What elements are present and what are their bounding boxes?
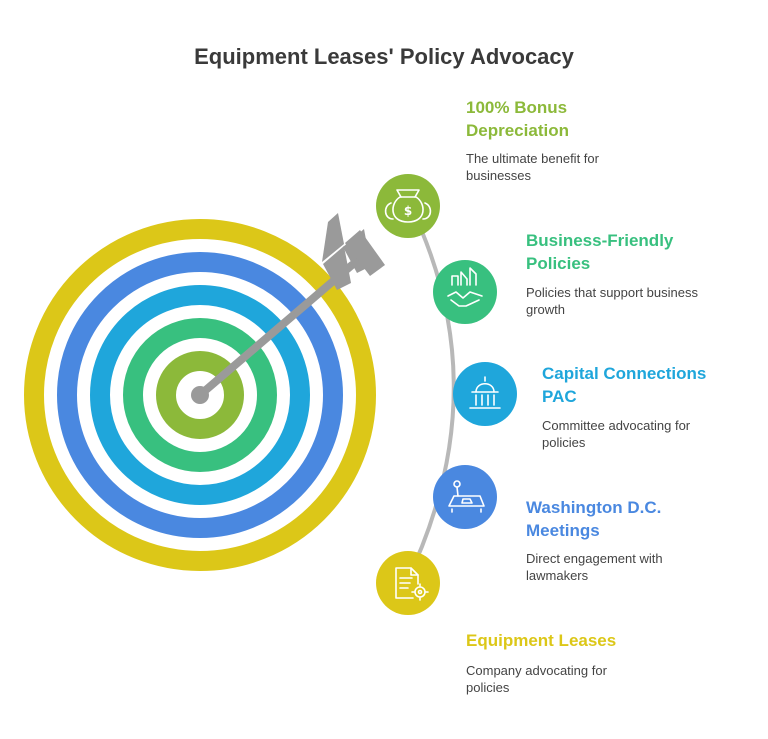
- item-title-equipment-leases: Equipment Leases: [466, 631, 617, 650]
- item-desc-business-friendly: Policies that support business growth: [526, 285, 698, 317]
- item-title-business-friendly: Business-Friendly Policies: [526, 231, 674, 273]
- money-bag-icon: $: [384, 189, 432, 223]
- target-ring-outer: [24, 219, 376, 571]
- arrow-icon: [191, 213, 385, 404]
- item-title-capital-connections: Capital Connections PAC: [542, 364, 707, 406]
- node-capital-connections: [453, 362, 517, 426]
- node-equipment-leases: [376, 551, 440, 615]
- item-desc-washington-meetings: Direct engagement with lawmakers: [526, 551, 663, 583]
- target-ring-inner: [156, 351, 244, 439]
- item-desc-equipment-leases: Company advocating for policies: [466, 663, 607, 695]
- target-ring-3: [90, 285, 310, 505]
- target-ring-4: [123, 318, 277, 472]
- item-desc-bonus-depreciation: The ultimate benefit for businesses: [466, 151, 599, 183]
- node-business-friendly: [433, 260, 497, 324]
- target-ring-2: [57, 252, 343, 538]
- document-gear-icon: [395, 567, 429, 601]
- item-title-bonus-depreciation: 100% Bonus Depreciation: [466, 98, 569, 140]
- item-title-washington-meetings: Washington D.C. Meetings: [526, 498, 662, 540]
- page-title: Equipment Leases' Policy Advocacy: [194, 44, 574, 69]
- item-desc-capital-connections: Committee advocating for policies: [542, 418, 691, 450]
- podium-icon: [448, 480, 485, 513]
- node-washington-meetings: [433, 465, 497, 529]
- handshake-icon: [447, 267, 483, 307]
- connector-arc: [403, 204, 456, 586]
- capitol-icon: [469, 376, 501, 409]
- svg-text:$: $: [404, 204, 412, 218]
- node-bonus-depreciation: $: [376, 174, 440, 238]
